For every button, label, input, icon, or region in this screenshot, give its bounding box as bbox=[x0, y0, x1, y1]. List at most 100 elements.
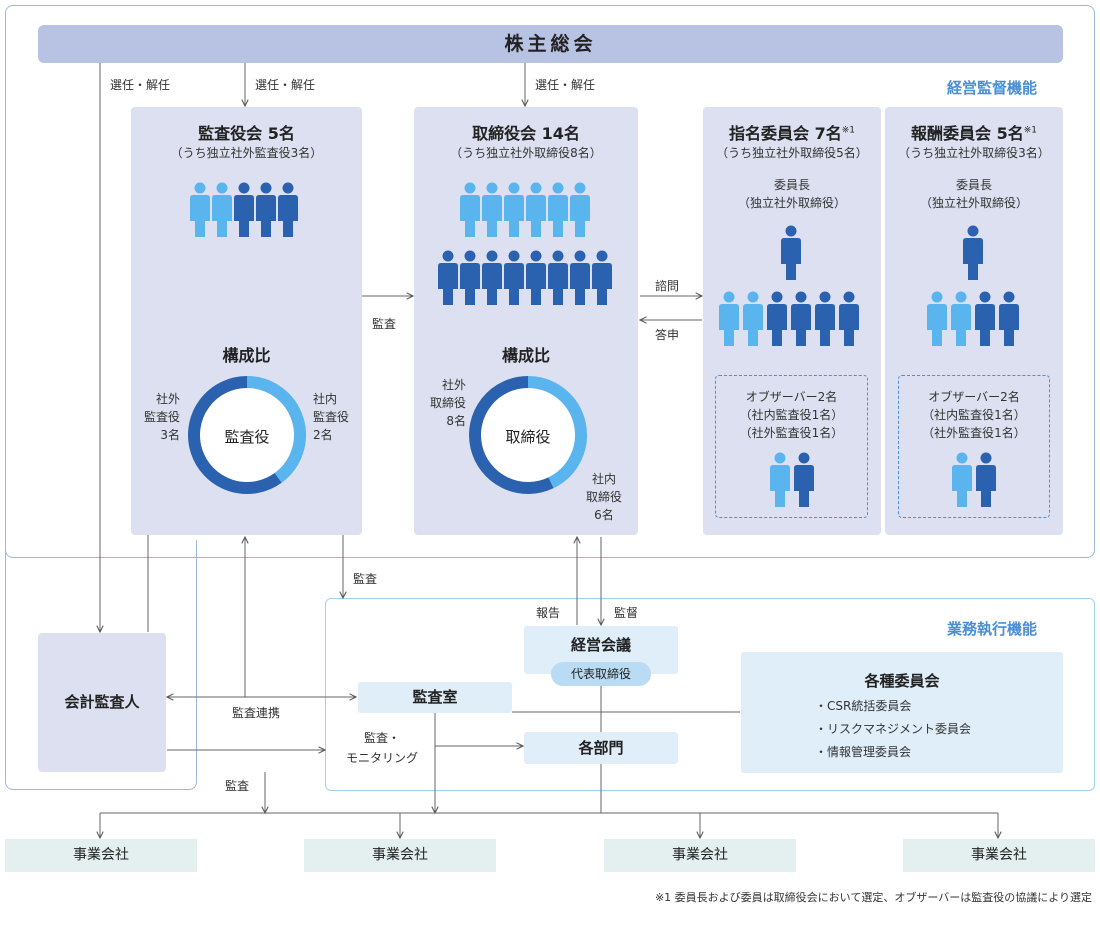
donut-segment-inside bbox=[246, 376, 306, 483]
representative-director-label: 代表取締役 bbox=[570, 667, 631, 681]
person-icon bbox=[548, 250, 568, 305]
board-ratio-title: 構成比 bbox=[501, 346, 550, 365]
nomination-observer-people bbox=[770, 452, 814, 507]
company-label: 事業会社 bbox=[73, 847, 129, 863]
donut-segment-inside bbox=[527, 376, 587, 489]
remuneration-note-mark: ※1 bbox=[1023, 125, 1037, 136]
committee-item-csr: ・CSR統括委員会 bbox=[815, 699, 912, 713]
person-icon bbox=[951, 291, 971, 346]
representative-director-badge: 代表取締役 bbox=[551, 662, 651, 686]
execution-label: 業務執行機能 bbox=[947, 620, 1038, 638]
person-icon bbox=[570, 250, 590, 305]
person-icon bbox=[438, 250, 458, 305]
donut-hole bbox=[200, 388, 294, 482]
person-icon bbox=[794, 452, 814, 507]
person-icon bbox=[460, 250, 480, 305]
auditors-board-title: 監査役会 5名 bbox=[198, 124, 295, 143]
nomination-note-mark: ※1 bbox=[841, 125, 855, 136]
person-icon bbox=[839, 291, 859, 346]
departments-label: 各部門 bbox=[578, 739, 624, 757]
nomination-title: 指名委員会 7名※1 bbox=[703, 120, 881, 144]
remuneration-committee-panel bbox=[885, 107, 1063, 535]
person-icon bbox=[278, 182, 298, 237]
auditors-people bbox=[190, 182, 298, 237]
person-icon bbox=[234, 182, 254, 237]
remuneration-people bbox=[927, 225, 1019, 346]
auditors-board-subtitle: （うち独立社外監査役3名） bbox=[170, 146, 323, 160]
person-icon bbox=[999, 291, 1019, 346]
audit-label-bottom: 監査 bbox=[225, 779, 250, 793]
internal-audit-label: 監査室 bbox=[412, 688, 458, 706]
person-icon bbox=[212, 182, 232, 237]
person-icon bbox=[743, 291, 763, 346]
donut-segment-outside bbox=[469, 376, 554, 494]
person-icon bbox=[770, 452, 790, 507]
person-icon bbox=[952, 452, 972, 507]
person-icon bbox=[482, 250, 502, 305]
consult-label: 諮問 bbox=[655, 279, 680, 293]
person-icon bbox=[504, 182, 524, 237]
remuneration-observer-box bbox=[898, 375, 1050, 518]
elect-label-3: 選任・解任 bbox=[535, 78, 596, 92]
supervision-frame-left bbox=[5, 540, 197, 790]
board-outside-label: 社外 取締役 8名 bbox=[429, 378, 466, 428]
person-icon bbox=[526, 182, 546, 237]
report-back-label: 答申 bbox=[655, 328, 680, 342]
company-box-3: 事業会社 bbox=[604, 839, 796, 872]
footnote: ※1 委員長および委員は取締役会において選定、オブザーバーは監査役の協議により選… bbox=[654, 891, 1092, 904]
person-icon bbox=[460, 182, 480, 237]
committees-box bbox=[741, 652, 1063, 773]
nomination-observer-box bbox=[715, 375, 868, 518]
remuneration-observer-people bbox=[952, 452, 996, 507]
remuneration-subtitle: （うち独立社外取締役3名） bbox=[898, 146, 1050, 160]
company-box-4: 事業会社 bbox=[903, 839, 1095, 872]
company-label: 事業会社 bbox=[971, 847, 1027, 863]
elect-label-1: 選任・解任 bbox=[110, 78, 171, 92]
company-label: 事業会社 bbox=[672, 847, 728, 863]
company-box-1: 事業会社 bbox=[5, 839, 197, 872]
board-title: 取締役会 14名 bbox=[472, 124, 580, 143]
remuneration-observer: オブザーバー2名 （社内監査役1名） （社外監査役1名） bbox=[922, 390, 1026, 440]
person-icon bbox=[548, 182, 568, 237]
management-council-title: 経営会議 bbox=[570, 636, 631, 654]
person-icon bbox=[975, 291, 995, 346]
remuneration-title: 報酬委員会 5名※1 bbox=[885, 120, 1063, 144]
board-people bbox=[438, 182, 612, 305]
accounting-auditor-label: 会計監査人 bbox=[64, 693, 140, 711]
auditors-ratio-title: 構成比 bbox=[222, 346, 271, 365]
person-icon bbox=[190, 182, 210, 237]
board-donut-center: 取締役 bbox=[505, 428, 551, 446]
person-icon bbox=[526, 250, 546, 305]
person-icon bbox=[927, 291, 947, 346]
committee-item-risk: ・リスクマネジメント委員会 bbox=[815, 722, 972, 736]
supervision-frame bbox=[5, 5, 1095, 558]
person-icon bbox=[976, 452, 996, 507]
board-inside-label: 社内 取締役 6名 bbox=[585, 472, 622, 522]
committees-title: 各種委員会 bbox=[864, 672, 940, 690]
internal-audit-box: 監査室 bbox=[358, 682, 512, 713]
company-box-2: 事業会社 bbox=[304, 839, 496, 872]
shareholders-bar: 株主総会 bbox=[38, 25, 1063, 63]
committee-item-info: ・情報管理委員会 bbox=[815, 745, 912, 759]
person-icon bbox=[767, 291, 787, 346]
person-icon bbox=[256, 182, 276, 237]
shareholders-label: 株主総会 bbox=[504, 33, 597, 55]
audit-label-down: 監査 bbox=[353, 572, 378, 586]
supervise-label: 監督 bbox=[614, 606, 639, 620]
person-icon bbox=[504, 250, 524, 305]
nomination-subtitle: （うち独立社外取締役5名） bbox=[716, 146, 868, 160]
auditors-donut bbox=[188, 376, 306, 494]
audit-monitor-label: 監査・ モニタリング bbox=[345, 731, 418, 765]
supervision-label: 経営監督機能 bbox=[947, 79, 1038, 97]
donut-hole bbox=[481, 388, 575, 482]
audit-coop-label: 監査連携 bbox=[232, 706, 281, 720]
person-icon bbox=[570, 182, 590, 237]
remuneration-title-text: 報酬委員会 5名 bbox=[911, 124, 1024, 143]
report-label: 報告 bbox=[536, 606, 561, 620]
auditors-outside-label: 社外 監査役 3名 bbox=[143, 392, 180, 442]
elect-label-2: 選任・解任 bbox=[255, 78, 316, 92]
person-icon bbox=[791, 291, 811, 346]
person-icon bbox=[719, 291, 739, 346]
board-donut bbox=[469, 376, 587, 494]
